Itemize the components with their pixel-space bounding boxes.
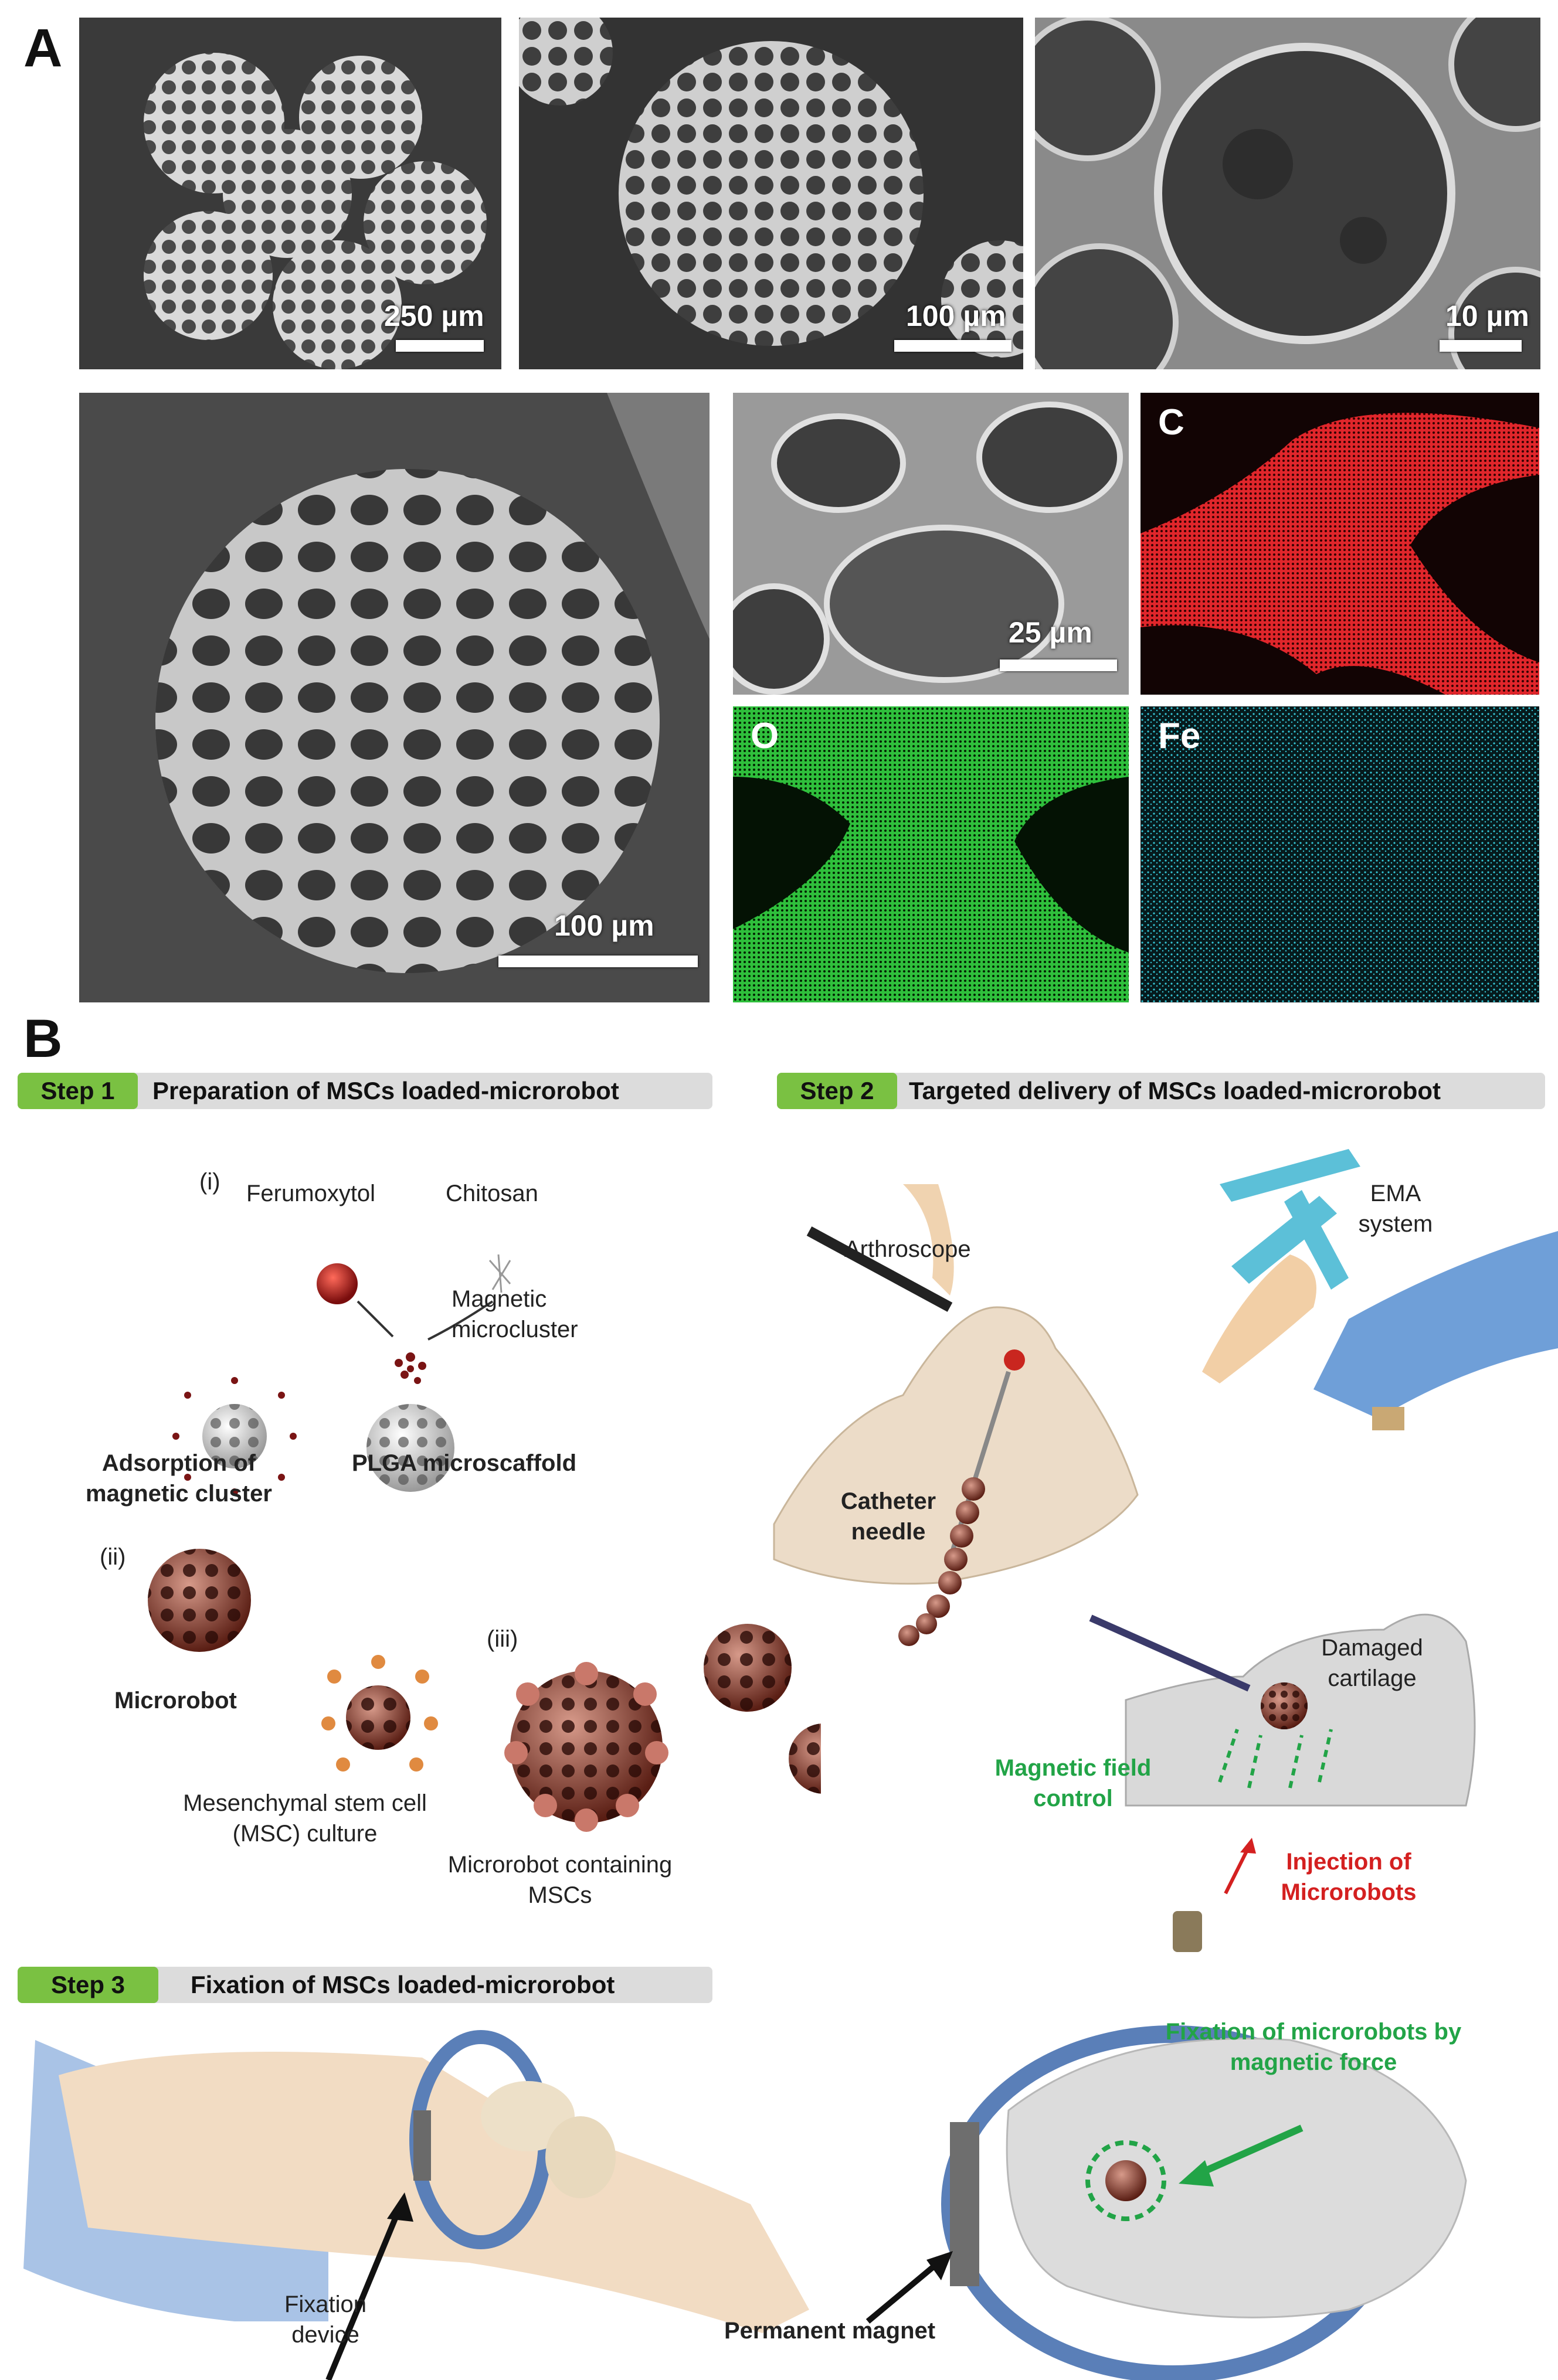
step3-header: Step 3 Fixation of MSCs loaded-microrobo… [18,1967,712,2003]
label-fixation-device: Fixation device [284,2291,367,2348]
label-permanent-magnet: Permanent magnet [724,2318,936,2344]
element-label: O [751,716,779,756]
sem-image-sphere: 100 µm [519,18,1023,369]
step1-illustration [148,1254,821,1832]
label-damaged-cartilage: Damaged cartilage [1321,1635,1423,1691]
label-fixation-force: Fixation of microrobots by magnetic forc… [1165,2019,1462,2075]
panel-b-label: B [23,1009,63,1069]
scale-label: 100 µm [906,300,1006,332]
scale-label: 10 µm [1445,300,1529,332]
step1-badge: Step 1 [18,1073,138,1109]
label-injection: Injection of Microrobots [1281,1849,1417,1905]
eds-map-carbon: C [1141,393,1539,695]
label-catheter-needle: Catheter needle [840,1488,936,1545]
element-label: C [1158,402,1184,443]
eds-map-oxygen: O [733,706,1129,1002]
sem-image-eds-reference: 25 µm [733,393,1129,695]
sem-image-spheres: 250 µm [79,18,501,369]
element-label: Fe [1158,716,1201,756]
scale-bar [498,956,698,967]
label-ferumoxytol: Ferumoxytol [246,1181,376,1206]
label-step-i: (i) [199,1169,220,1195]
scale-bar [396,340,484,352]
step1-header: Step 1 Preparation of MSCs loaded-micror… [18,1073,712,1109]
scale-label: 25 µm [1009,616,1092,649]
scale-bar [1000,659,1117,671]
scale-label: 100 µm [554,909,654,942]
label-ema-system: EMA system [1358,1181,1433,1237]
label-plga: PLGA microscaffold [352,1450,577,1476]
step1-title: Preparation of MSCs loaded-microrobot [152,1077,619,1104]
scale-bar [1440,340,1522,352]
step3-illustration [23,2025,1467,2380]
label-adsorption: Adsorption of magnetic cluster [86,1450,272,1507]
sem-image-large-sphere: 100 µm [79,393,710,1002]
label-microrobot-mscs: Microrobot containing MSCs [447,1852,673,1908]
label-step-iii: (iii) [487,1626,518,1652]
scale-bar [894,340,1011,352]
step2-header: Step 2 Targeted delivery of MSCs loaded-… [777,1073,1545,1109]
label-chitosan: Chitosan [446,1181,538,1206]
step2-illustration [773,1149,1558,1952]
step2-title: Targeted delivery of MSCs loaded-microro… [909,1077,1441,1104]
panel-a-label: A [23,18,63,78]
label-magnetic-field-control: Magnetic field control [994,1755,1152,1811]
eds-map-iron: Fe [1141,706,1539,1002]
step3-badge: Step 3 [18,1967,158,2003]
label-step-ii: (ii) [100,1544,126,1570]
label-msc-culture: Mesenchymal stem cell (MSC) culture [183,1790,427,1847]
step2-badge: Step 2 [777,1073,897,1109]
step3-title: Fixation of MSCs loaded-microrobot [191,1971,615,1998]
sem-image-pore-closeup: 10 µm [1035,18,1540,369]
label-magnetic-microcluster: Magnetic microcluster [452,1286,578,1342]
label-microrobot: Microrobot [114,1688,237,1713]
scale-label: 250 µm [384,300,484,332]
label-arthroscope: Arthroscope [844,1236,971,1262]
